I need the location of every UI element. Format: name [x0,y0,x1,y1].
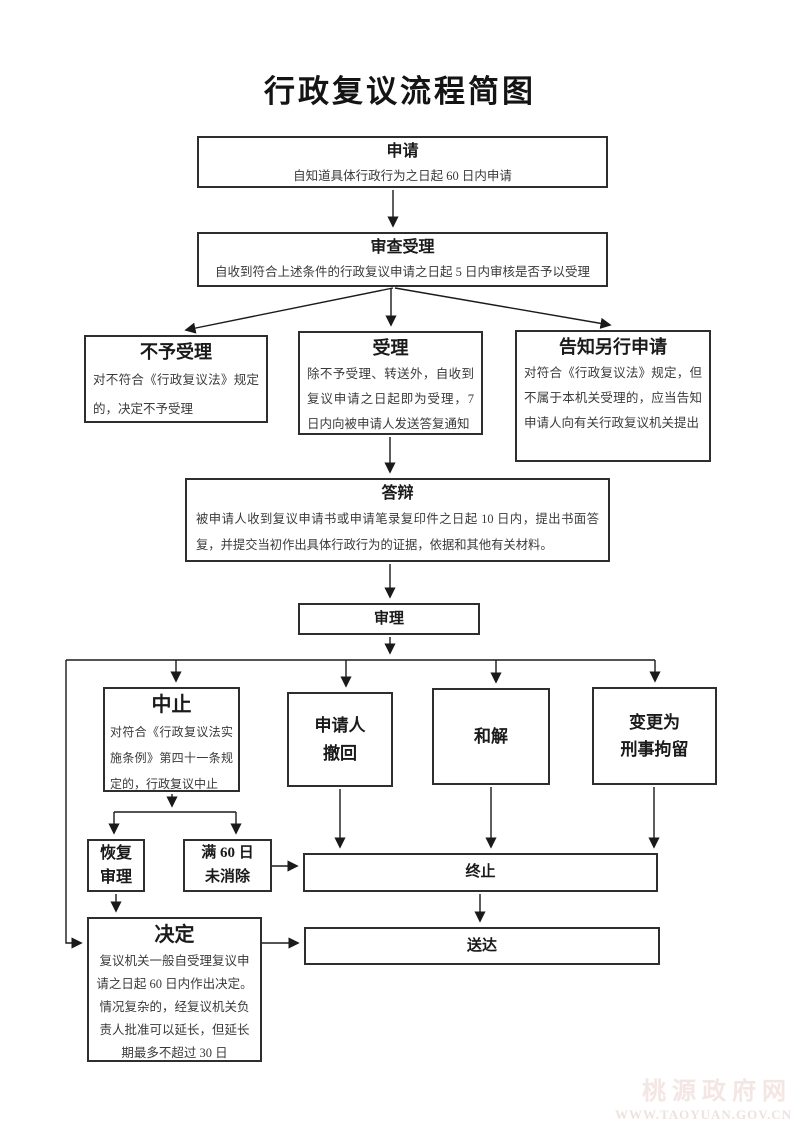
node-reply-title: 答辩 [381,485,414,502]
node-apply-title: 申请 [386,143,419,160]
flow-node-review: 审查受理 自收到符合上述条件的行政复议申请之日起 5 日内审核是否予以受理 [197,232,608,287]
node-decision-desc: 复议机关一般自受理复议申请之日起 60 日内作出决定。情况复杂的，经复议机关负责… [96,954,253,1060]
node-reply-desc: 被申请人收到复议申请书或申请笔录复印件之日起 10 日内，提出书面答复，并提交当… [196,511,599,553]
flow-node-settlement: 和解 [432,688,550,785]
flow-node-reply: 答辩 被申请人收到复议申请书或申请笔录复印件之日起 10 日内，提出书面答复，并… [185,478,610,562]
node-reject-title: 不予受理 [140,342,212,362]
flow-node-deliver: 送达 [304,927,660,965]
node-reject-desc: 对不符合《行政复议法》规定的，决定不予受理 [93,373,259,417]
node-review-title: 审查受理 [370,239,435,256]
node-terminate-title: 终止 [465,864,496,881]
flow-node-criminal-detention: 变更为 刑事拘留 [592,687,717,785]
flow-node-suspend: 中止 对符合《行政复议法实施条例》第四十一条规定的，行政复议中止 [103,687,240,792]
node-accept-title: 受理 [372,338,409,358]
node-suspend-desc: 对符合《行政复议法实施条例》第四十一条规定的，行政复议中止 [110,725,233,791]
node-apply-desc: 自知道具体行政行为之日起 60 日内申请 [293,168,512,183]
node-settle-title: 和解 [474,726,508,746]
flow-node-hearing: 审理 [298,603,480,635]
flow-node-reject: 不予受理 对不符合《行政复议法》规定的，决定不予受理 [84,335,268,423]
node-accept-desc: 除不予受理、转送外，自收到复议申请之日起即为受理，7 日内向被申请人发送答复通知 [307,367,474,432]
flow-node-apply: 申请 自知道具体行政行为之日起 60 日内申请 [197,136,608,188]
node-notify-desc: 对符合《行政复议法》规定，但不属于本机关受理的，应当告知申请人向有关行政复议机关… [524,366,702,431]
node-expire-title: 满 60 日 未消除 [201,845,254,885]
flow-node-accept: 受理 除不予受理、转送外，自收到复议申请之日起即为受理，7 日内向被申请人发送答… [298,331,483,435]
node-notify-title: 告知另行申请 [559,337,667,357]
flow-node-60days-not-eliminated: 满 60 日 未消除 [183,839,272,892]
flow-node-resume-hearing: 恢复 审理 [87,839,145,892]
node-withdraw-title: 申请人 撤回 [314,716,366,763]
page-title: 行政复议流程简图 [264,74,536,109]
node-hearing-title: 审理 [373,610,404,627]
node-suspend-title: 中止 [151,694,192,716]
node-review-desc: 自收到符合上述条件的行政复议申请之日起 5 日内审核是否予以受理 [214,264,590,279]
flow-node-decision: 决定 复议机关一般自受理复议申请之日起 60 日内作出决定。情况复杂的，经复议机… [87,917,262,1062]
flow-node-notify-other-apply: 告知另行申请 对符合《行政复议法》规定，但不属于本机关受理的，应当告知申请人向有… [515,330,711,462]
flow-node-withdraw: 申请人 撤回 [287,692,393,787]
node-decision-title: 决定 [154,924,195,946]
node-deliver-title: 送达 [466,937,497,954]
flow-node-terminate: 终止 [303,853,658,892]
node-resume-title: 恢复 审理 [99,844,132,886]
node-detain-title: 变更为 刑事拘留 [620,712,689,759]
